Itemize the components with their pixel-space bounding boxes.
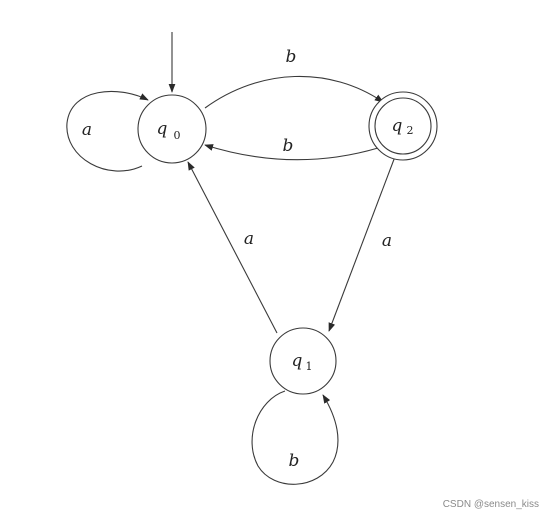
state-q1-name: q bbox=[292, 351, 303, 371]
svg-text:2: 2 bbox=[407, 124, 414, 137]
label-q0-q2: b bbox=[286, 47, 297, 67]
state-q0-name: q bbox=[157, 119, 168, 139]
state-q0-subscript: 0 bbox=[174, 129, 181, 142]
edge-q0-q0-loop bbox=[66, 90, 149, 172]
edge-q1-q0 bbox=[187, 161, 278, 334]
state-q1-subscript: 1 bbox=[306, 360, 313, 373]
svg-text:q: q bbox=[157, 119, 168, 139]
watermark-text: CSDN @sensen_kiss bbox=[442, 499, 539, 510]
label-q2-q1: a bbox=[382, 231, 392, 251]
label-q0-q0: a bbox=[82, 120, 92, 140]
svg-text:q: q bbox=[392, 116, 403, 136]
state-q2-name: q bbox=[392, 116, 403, 136]
edge-q2-q1 bbox=[328, 153, 397, 332]
state-q1: q 1 bbox=[269, 327, 337, 395]
label-q1-q1: b bbox=[289, 451, 300, 471]
svg-text:0: 0 bbox=[174, 129, 181, 142]
state-q2-subscript: 2 bbox=[407, 124, 414, 137]
edge-q0-q2 bbox=[204, 75, 384, 109]
svg-text:1: 1 bbox=[306, 360, 313, 373]
label-q2-q0: b bbox=[283, 136, 294, 156]
edge-q1-q1-loop bbox=[251, 390, 339, 485]
edge-q2-q0 bbox=[204, 144, 379, 161]
state-q0: q 0 bbox=[137, 94, 207, 164]
svg-text:q: q bbox=[292, 351, 303, 371]
label-q1-q0: a bbox=[244, 229, 254, 249]
state-q2: q 2 bbox=[368, 91, 438, 161]
